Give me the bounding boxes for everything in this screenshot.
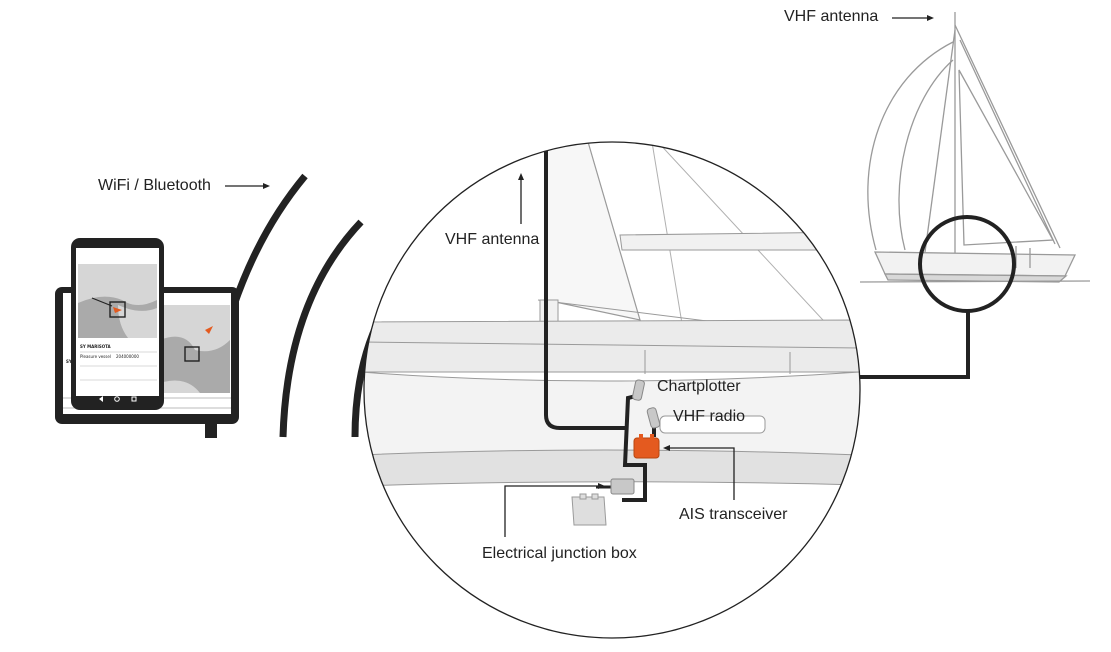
chartplotter-connector — [632, 379, 645, 401]
electrical-junction-box-label: Electrical junction box — [482, 545, 637, 562]
vhf-antenna-label-inner: VHF antenna — [445, 231, 540, 248]
sailboat-icon — [859, 12, 1091, 283]
phone-vessel-name: SY MARISOTA — [80, 344, 112, 349]
detail-circle-outline — [363, 141, 861, 639]
vhf-radio-connector — [646, 407, 661, 429]
label-arrows — [225, 15, 934, 537]
boat-detail-view — [364, 142, 860, 638]
phone-mmsi: 204000000 — [116, 354, 139, 359]
callout-connector-line — [860, 311, 970, 379]
wifi-bluetooth-label: WiFi / Bluetooth — [98, 177, 211, 194]
smartphone-icon: SY MARISOTA Pleasure vessel 204000000 — [71, 238, 164, 410]
vhf-radio-label: VHF radio — [673, 408, 746, 425]
junction-box-icon — [610, 478, 635, 495]
ais-transceiver-icon — [633, 437, 660, 459]
vhf-antenna-label-top: VHF antenna — [784, 8, 879, 25]
chartplotter-label: Chartplotter — [657, 378, 741, 395]
phone-vessel-type: Pleasure vessel — [80, 354, 111, 359]
ais-transceiver-label: AIS transceiver — [679, 506, 788, 523]
